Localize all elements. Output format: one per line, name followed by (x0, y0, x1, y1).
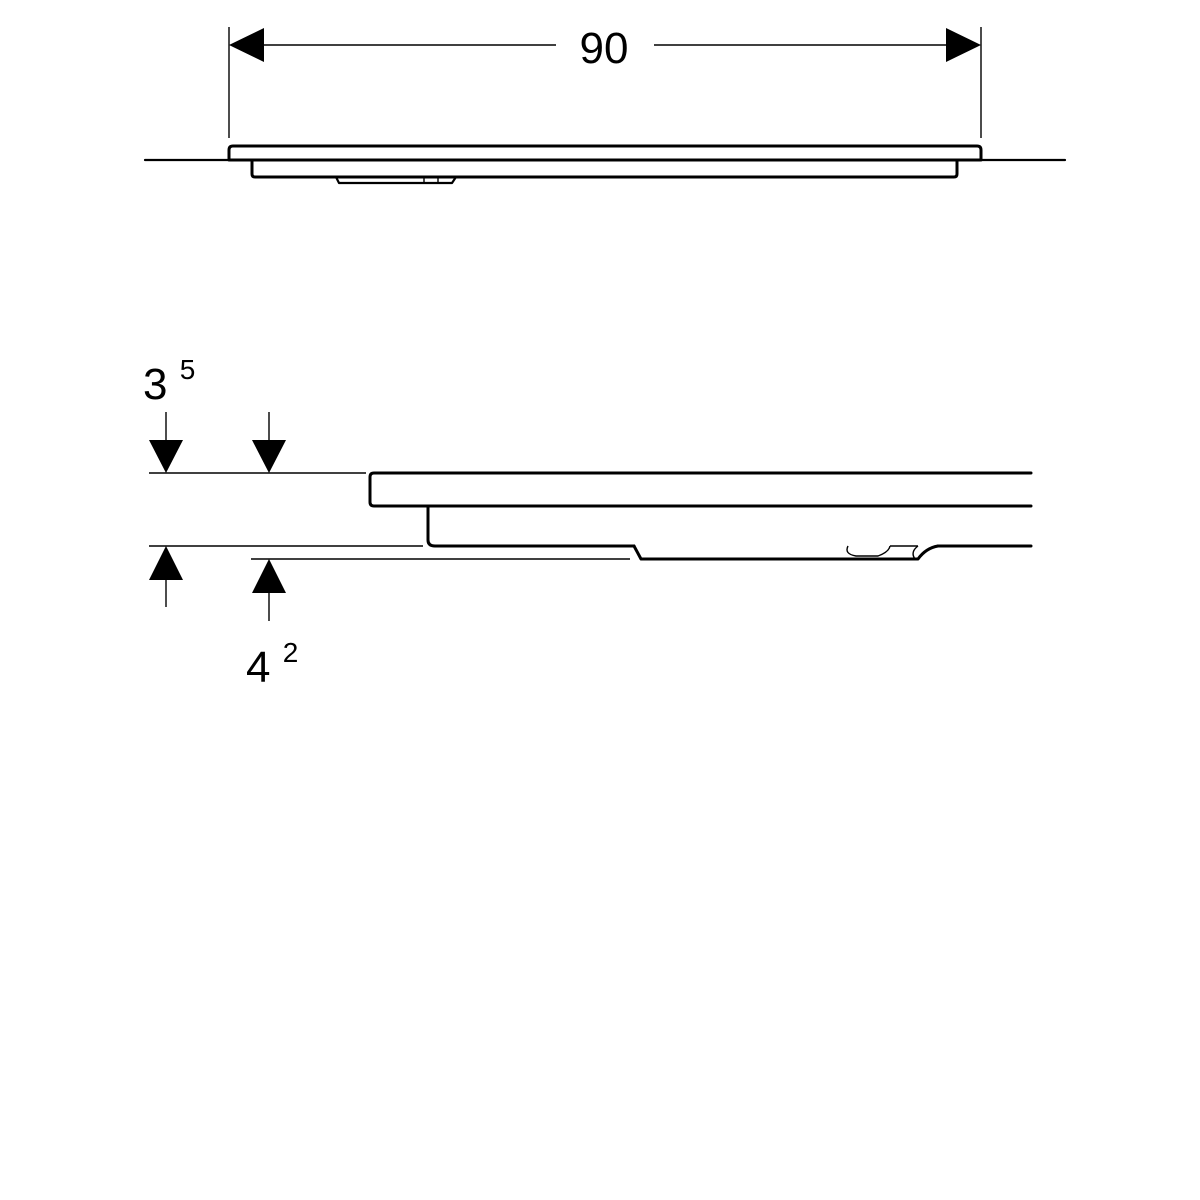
width-dimension-label: 90 (580, 24, 629, 73)
section-drain-outlet (632, 544, 940, 561)
top-thickness-arrow-right (252, 440, 286, 473)
width-arrow-left (229, 28, 264, 62)
top-thickness-label: 3 5 (143, 354, 195, 409)
section-detail-view: 3 5 4 2 (143, 354, 1033, 692)
top-thickness-base: 3 (143, 360, 167, 409)
section-tray-step (426, 504, 636, 548)
bottom-thickness-base: 4 (246, 643, 270, 692)
top-thickness-superscript: 5 (180, 354, 196, 385)
bottom-thickness-label: 4 2 (246, 637, 298, 692)
section-cover-plate (368, 471, 1033, 508)
bottom-thickness-arrow-up (252, 559, 286, 593)
mid-thickness-arrow-up (149, 546, 183, 580)
top-elevation-view: 90 (143, 24, 1067, 185)
top-view-drain-outlet (334, 175, 458, 185)
top-view-tray-body (250, 158, 959, 179)
width-arrow-right (946, 28, 981, 62)
bottom-thickness-superscript: 2 (283, 637, 299, 668)
section-drain-detail-b (912, 545, 919, 560)
top-view-cover-plate (227, 144, 983, 162)
section-drain-detail-a (846, 545, 891, 557)
top-thickness-arrow-left (149, 440, 183, 473)
